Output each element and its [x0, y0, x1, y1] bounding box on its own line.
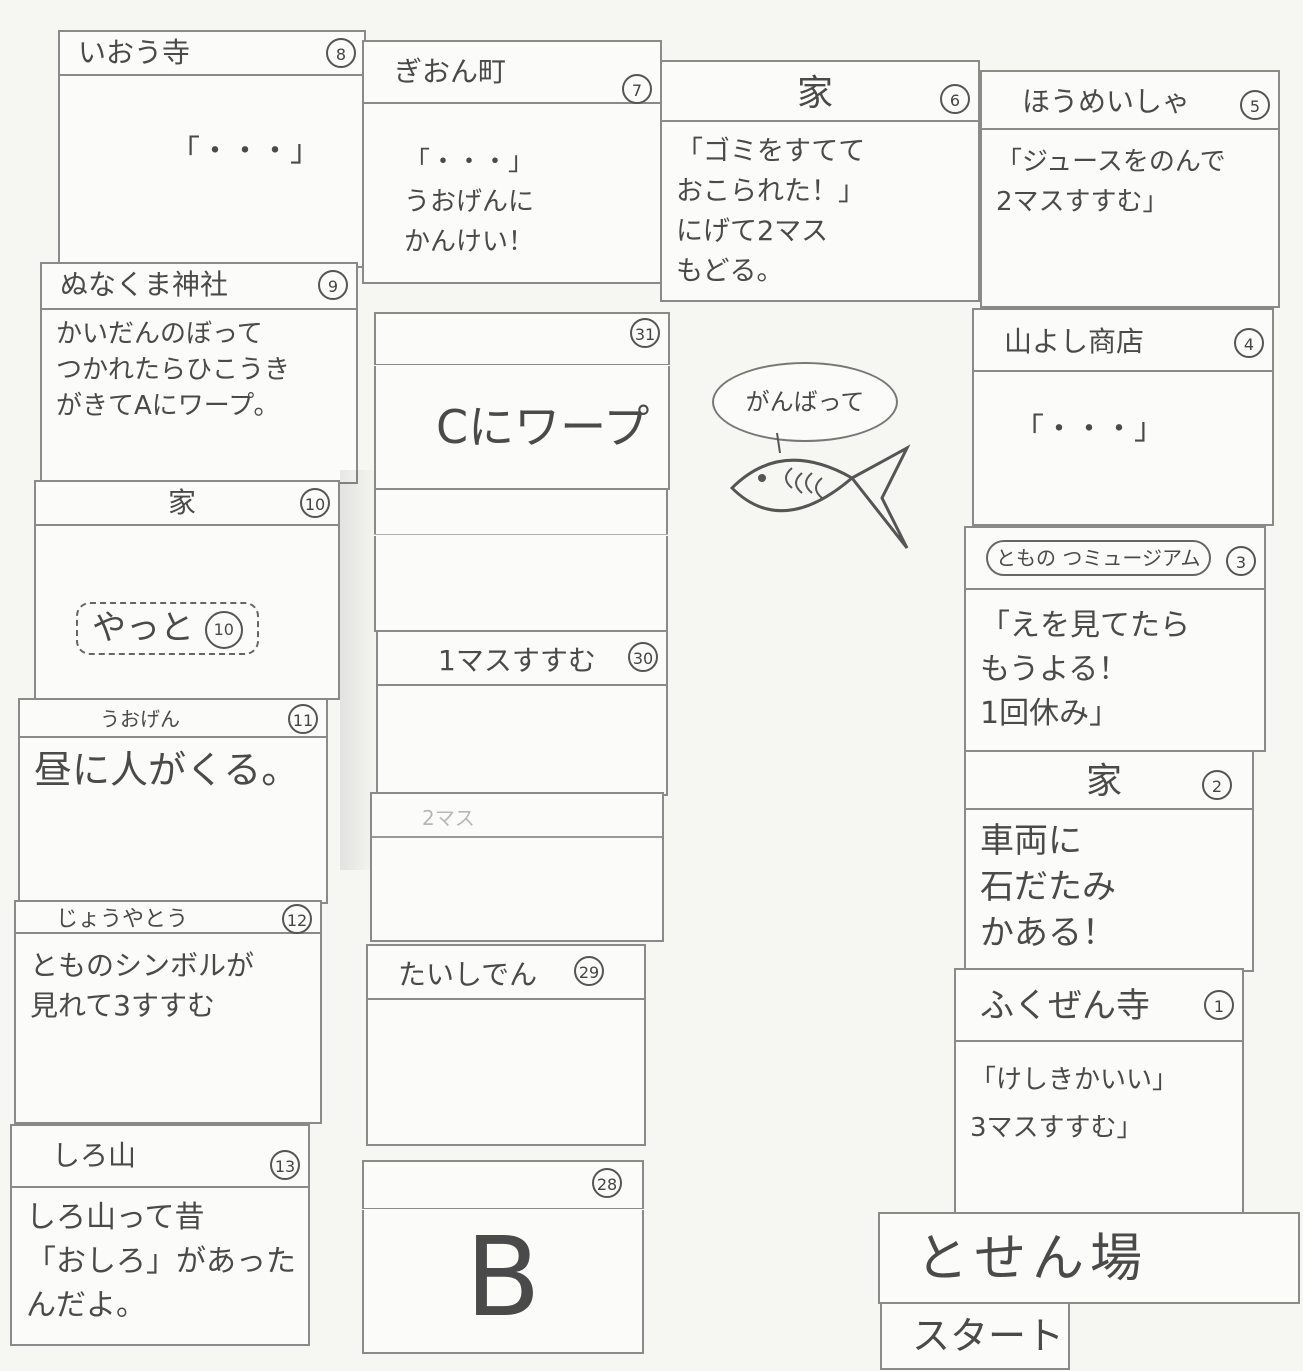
square-4[interactable]: 山よし商店 4 「・・・」	[972, 308, 1274, 526]
square-name: ほうめいしゃ	[1022, 85, 1191, 118]
square-number: 1	[1204, 990, 1234, 1020]
start-place: とせん場	[878, 1212, 1300, 1304]
square-number: 4	[1234, 328, 1264, 358]
square-2masu[interactable]: 2マス	[370, 792, 664, 942]
square-text: やっと 10	[76, 562, 328, 655]
square-name: 2マス	[422, 806, 475, 830]
square-name: しろ山	[52, 1139, 137, 1172]
square-30[interactable]: 1マスすすむ 30	[376, 630, 668, 796]
square-name: うおげん	[100, 707, 180, 731]
square-number: 31	[630, 318, 660, 348]
square-name: 1マスすすむ	[438, 644, 596, 677]
square-number: 11	[288, 704, 318, 734]
square-text: とものシンボルが 見れて3すすむ	[30, 949, 255, 1022]
square-text: 「ジュースをのんで 2マスすすむ」	[996, 147, 1226, 217]
square-number: 12	[282, 904, 312, 934]
square-text: 「けしきかいい」 3マスすすむ」	[970, 1065, 1179, 1143]
square-8[interactable]: いおう寺 8 「・・・」	[58, 30, 366, 268]
square-3[interactable]: ともの つミュージアム 3 「えを見てたら もうよる！ 1回休み」	[964, 526, 1266, 752]
square-7[interactable]: ぎおん町 7 「・・・」 うおげんに かんけい！	[362, 40, 662, 284]
square-number: 10	[300, 488, 330, 518]
square-text: しろ山って昔 「おしろ」があった んだよ。	[26, 1200, 296, 1323]
square-1[interactable]: ふくぜん寺 1 「けしきかいい」 3マスすすむ」	[954, 968, 1244, 1214]
square-text: 車両に 石だたみ かある！	[980, 821, 1116, 953]
square-2[interactable]: 家 2 車両に 石だたみ かある！	[964, 750, 1254, 972]
start-square[interactable]: スタート	[880, 1302, 1070, 1370]
square-text: 「・・・」	[1014, 412, 1164, 447]
square-31[interactable]: 31 Cにワープ	[374, 312, 670, 490]
square-name: ぎおん町	[394, 55, 507, 88]
square-name: 家	[796, 73, 833, 114]
square-text: 「ゴミをすてて おこられた！」 にげて2マス もどる。	[676, 136, 866, 287]
square-name: いおう寺	[78, 36, 191, 69]
square-6[interactable]: 家 6 「ゴミをすてて おこられた！」 にげて2マス もどる。	[660, 60, 980, 302]
square-name: 家	[167, 486, 196, 519]
square-name: 家	[1085, 761, 1122, 802]
square-number: 8	[326, 38, 356, 68]
square-number: 2	[1202, 770, 1232, 800]
square-name: ぬなくま神社	[60, 268, 229, 301]
square-number: 3	[1226, 546, 1256, 576]
square-5[interactable]: ほうめいしゃ 5 「ジュースをのんで 2マスすすむ」	[980, 70, 1280, 308]
square-name: 山よし商店	[1004, 325, 1145, 358]
fish-icon	[729, 432, 911, 549]
exclaim-burst: やっと 10	[76, 602, 259, 655]
square-28[interactable]: 28 B	[362, 1160, 644, 1354]
square-number: 29	[574, 956, 604, 986]
square-text: B	[465, 1213, 541, 1341]
speech-bubble: がんばって	[712, 362, 898, 442]
square-text: 「・・・」	[170, 134, 320, 169]
square-name: じょうやとう	[56, 907, 189, 932]
square-text: Cにワープ	[436, 400, 650, 454]
square-number: 28	[592, 1168, 622, 1198]
square-blank-a[interactable]	[374, 488, 668, 632]
square-10[interactable]: 家 10 やっと 10	[34, 480, 340, 700]
square-text: 「・・・」 うおげんに かんけい！	[404, 147, 535, 257]
square-number: 5	[1240, 90, 1270, 120]
start-label: スタート	[912, 1314, 1065, 1358]
square-name: ふくぜん寺	[980, 986, 1150, 1026]
square-number: 7	[622, 74, 652, 104]
square-12[interactable]: じょうやとう 12 とものシンボルが 見れて3すすむ	[14, 900, 322, 1124]
square-9[interactable]: ぬなくま神社 9 かいだんのぼって つかれたらひこうき がきてAにワープ。	[40, 262, 358, 484]
square-number: 6	[940, 84, 970, 114]
square-29[interactable]: たいしでん 29	[366, 944, 646, 1146]
square-text: かいだんのぼって つかれたらひこうき がきてAにワープ。	[56, 319, 291, 421]
square-11[interactable]: うおげん 11 昼に人がくる。	[18, 698, 328, 904]
start-place-label: とせん場	[916, 1229, 1149, 1289]
square-number: 13	[270, 1150, 300, 1180]
square-number: 30	[628, 642, 658, 672]
square-13[interactable]: しろ山 13 しろ山って昔 「おしろ」があった んだよ。	[10, 1124, 310, 1346]
square-name: たいしでん	[398, 958, 538, 991]
square-text: 昼に人がくる。	[34, 748, 300, 792]
square-ref: 10	[204, 610, 243, 649]
square-number: 9	[318, 270, 348, 300]
square-name: ともの つミュージアム	[986, 540, 1211, 576]
square-text: 「えを見てたら もうよる！ 1回休み」	[980, 608, 1190, 731]
